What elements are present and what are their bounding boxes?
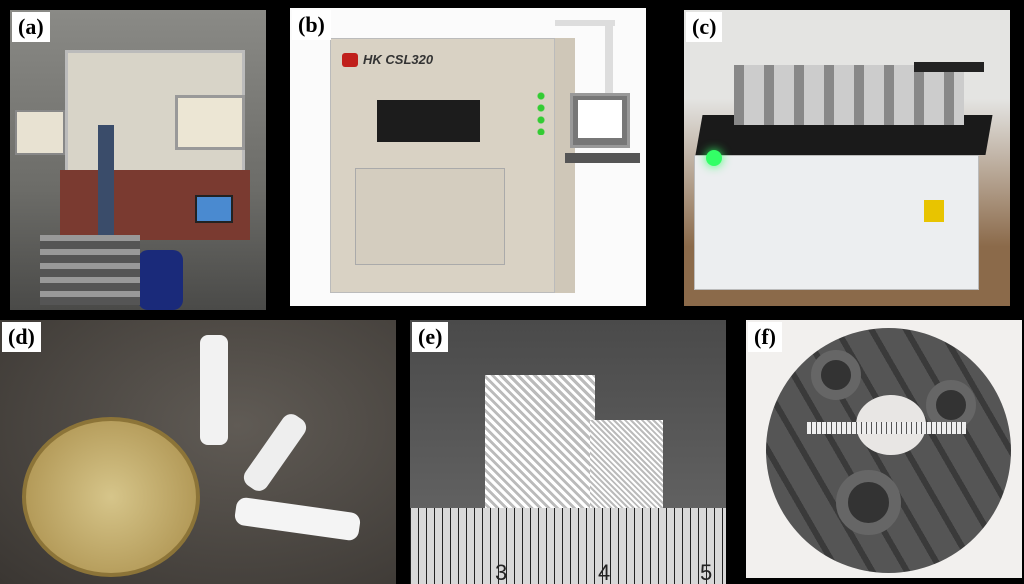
stairs — [40, 235, 140, 305]
panel-label: (a) — [12, 12, 50, 42]
panel-label: (c) — [686, 12, 723, 42]
machine-name: HK CSL320 — [363, 52, 434, 67]
keyboard — [914, 62, 984, 72]
keyboard — [565, 153, 640, 163]
arm — [555, 20, 615, 26]
lower-door — [355, 168, 505, 265]
printed-part-3 — [233, 496, 362, 542]
ruler-tick-4: 4 — [598, 560, 611, 584]
lattice-large — [485, 375, 595, 510]
panel-label: (b) — [292, 10, 331, 40]
panel-a-photo: (a) — [10, 10, 266, 310]
person — [98, 125, 114, 235]
ceramic-disc — [766, 328, 1011, 573]
ring-3 — [836, 470, 901, 535]
arm-pole — [605, 20, 613, 95]
ruler — [410, 508, 726, 584]
monitor-screen — [578, 100, 622, 138]
panel-label: (f) — [748, 322, 782, 352]
panel-b-photo: (b) HK CSL320 — [290, 8, 646, 306]
printed-part-1 — [200, 335, 228, 445]
panel-f-photo: (f) — [746, 320, 1022, 578]
machine-window — [175, 95, 245, 150]
viewing-window — [377, 100, 480, 142]
printer-side — [555, 38, 575, 293]
monitor — [195, 195, 233, 223]
status-lights — [537, 90, 545, 135]
emergency-stop — [924, 200, 944, 222]
ruler-tick-3: 3 — [495, 560, 508, 584]
machine-door — [15, 110, 65, 155]
ruler — [806, 422, 966, 434]
panel-e-photo: (e) 3 4 5 — [410, 320, 726, 584]
panel-label: (d) — [2, 322, 41, 352]
panel-label: (e) — [412, 322, 449, 352]
lattice-small — [590, 420, 663, 508]
panel-d-photo: (d) — [0, 320, 396, 584]
ring-1 — [811, 350, 861, 400]
machine-mechanism — [734, 65, 964, 125]
panel-c-photo: (c) — [684, 10, 1010, 306]
ruler-tick-5: 5 — [700, 560, 713, 584]
coin — [22, 417, 200, 577]
logo-icon — [342, 53, 358, 67]
chair — [138, 250, 183, 310]
printed-part-2 — [239, 410, 311, 495]
power-light — [706, 150, 722, 166]
machine-cabinet — [694, 155, 979, 290]
